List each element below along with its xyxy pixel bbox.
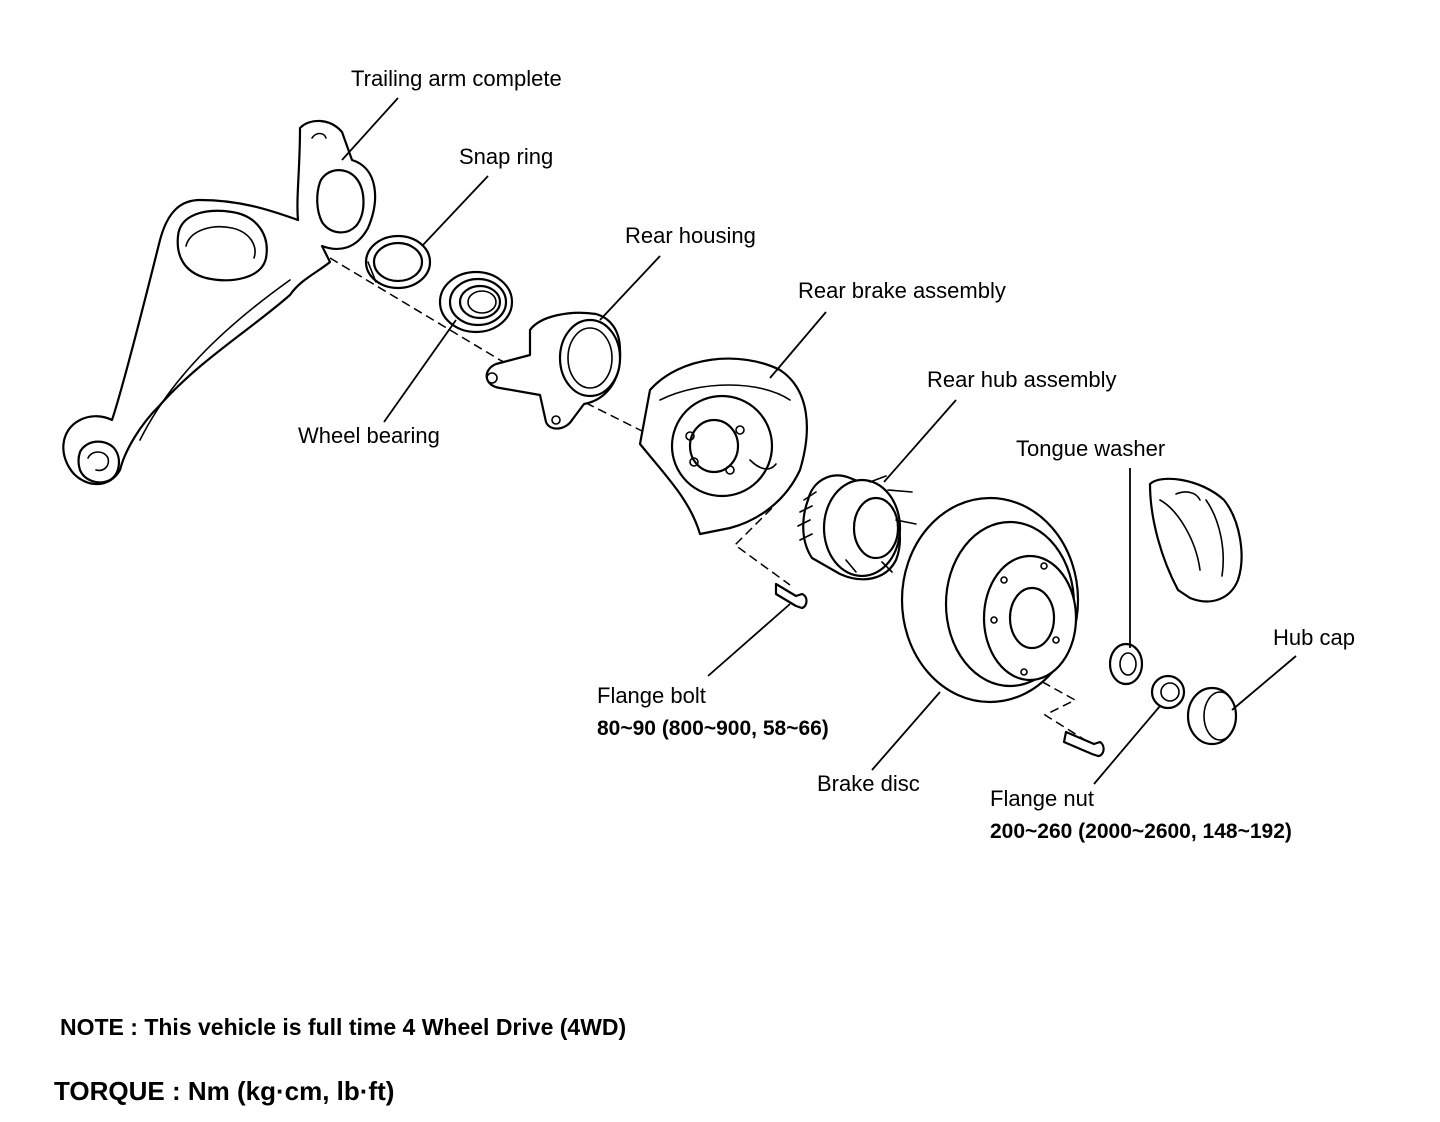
- caliper-part: [1148, 477, 1243, 603]
- snap-ring-part: [364, 234, 432, 290]
- rear-brake-assembly-part: [638, 357, 808, 536]
- leader-snap-ring: [421, 175, 489, 247]
- flange-nut-part: [1150, 674, 1186, 710]
- leader-brake-disc: [871, 691, 941, 771]
- leader-flange-nut: [1093, 705, 1161, 785]
- tongue-washer-part: [1108, 642, 1144, 686]
- leader-hub-cap: [1231, 655, 1297, 711]
- label-wheel-bearing: Wheel bearing: [298, 423, 440, 448]
- leader-lines: [341, 97, 1297, 785]
- label-snap-ring: Snap ring: [459, 144, 554, 169]
- rear-housing-part: [485, 311, 622, 430]
- label-hub-cap: Hub cap: [1273, 625, 1355, 650]
- label-flange-nut-torque: 200~260 (2000~2600, 148~192): [990, 820, 1292, 843]
- label-trailing-arm-complete: Trailing arm complete: [351, 66, 562, 91]
- label-flange-nut: Flange nut: [990, 786, 1094, 811]
- label-rear-hub-assembly: Rear hub assembly: [927, 367, 1117, 392]
- label-flange-bolt: Flange bolt: [597, 683, 706, 708]
- leader-rear-brake-assembly: [769, 311, 827, 379]
- flange-nut-stud-part: [1062, 730, 1105, 758]
- label-brake-disc: Brake disc: [817, 771, 920, 796]
- hub-cap-part: [1186, 686, 1238, 746]
- leader-wheel-bearing: [383, 319, 457, 423]
- note-torque-units: TORQUE : Nm (kg·cm, lb·ft): [54, 1076, 395, 1106]
- flange-bolt-part: [774, 582, 808, 610]
- note-4wd: NOTE : This vehicle is full time 4 Wheel…: [60, 1014, 627, 1040]
- leader-trailing-arm: [341, 97, 399, 161]
- rear-hub-assembly-part: [797, 474, 917, 581]
- label-rear-housing: Rear housing: [625, 223, 756, 248]
- brake-disc-part: [900, 496, 1080, 704]
- leader-rear-hub-assembly: [883, 399, 957, 483]
- trailing-arm-part: [62, 119, 377, 486]
- leader-rear-housing: [599, 255, 661, 321]
- label-tongue-washer: Tongue washer: [1016, 436, 1166, 461]
- wheel-bearing-part: [438, 270, 514, 334]
- label-flange-bolt-torque: 80~90 (800~900, 58~66): [597, 717, 829, 740]
- label-rear-brake-assembly: Rear brake assembly: [798, 278, 1006, 303]
- leader-flange-bolt: [707, 603, 791, 677]
